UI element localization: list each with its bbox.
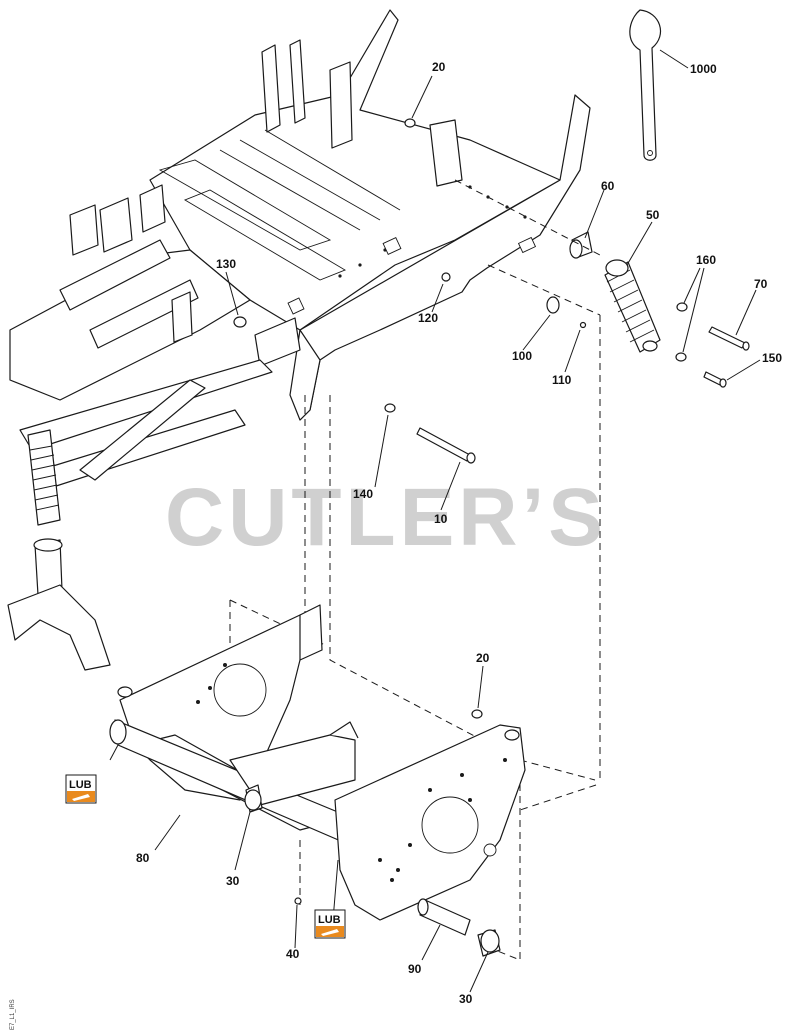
washer-100 bbox=[546, 296, 560, 314]
nut-20-top bbox=[404, 118, 416, 128]
shock-absorber-50 bbox=[604, 259, 661, 353]
callout-160: 160 bbox=[696, 253, 716, 267]
callout-1000: 1000 bbox=[690, 62, 717, 76]
callout-110: 110 bbox=[552, 373, 572, 387]
callout-20-bottom: 20 bbox=[476, 651, 490, 665]
callout-50: 50 bbox=[646, 208, 660, 222]
callout-140: 140 bbox=[353, 487, 373, 501]
callout-100: 100 bbox=[512, 349, 532, 363]
callout-130: 130 bbox=[216, 257, 236, 271]
nut-20-bottom bbox=[471, 709, 483, 719]
washer-140 bbox=[384, 403, 396, 413]
pin-110 bbox=[579, 321, 587, 329]
leader-lines bbox=[109, 49, 761, 993]
bolt-70 bbox=[708, 326, 750, 351]
callout-30-bottom: 30 bbox=[459, 992, 473, 1006]
mower-frame bbox=[7, 9, 591, 671]
pin-90 bbox=[417, 898, 471, 936]
lub-badge-left: LUB bbox=[65, 774, 97, 804]
bolt-10 bbox=[416, 427, 476, 464]
callout-10: 10 bbox=[434, 512, 448, 526]
spacer-60 bbox=[569, 231, 593, 259]
washer-160-lower bbox=[675, 352, 687, 362]
callout-20-top: 20 bbox=[432, 60, 446, 74]
nut-130 bbox=[233, 316, 247, 328]
callout-150: 150 bbox=[762, 351, 782, 365]
washer-160-upper bbox=[676, 302, 688, 312]
callout-40: 40 bbox=[286, 947, 300, 961]
pivot-frame-80 bbox=[109, 604, 526, 921]
spanner-tool-1000 bbox=[629, 9, 662, 161]
bushing-30-bottom bbox=[477, 929, 501, 957]
bolt-150 bbox=[703, 371, 727, 388]
lub-badge-right: LUB bbox=[314, 909, 346, 939]
illustration-code: E7_L1_IRS bbox=[10, 999, 16, 1030]
nut-120 bbox=[441, 272, 451, 282]
callout-120: 120 bbox=[418, 311, 438, 325]
callout-labels: 1000 20 60 50 160 70 130 120 100 110 150… bbox=[136, 60, 782, 1006]
bushing-30-left bbox=[244, 784, 263, 813]
watermark: CUTLER’S bbox=[165, 472, 607, 563]
callout-30-left: 30 bbox=[226, 874, 240, 888]
callout-80: 80 bbox=[136, 851, 150, 865]
lub-label-left: LUB bbox=[69, 779, 92, 791]
lub-label-right: LUB bbox=[318, 914, 341, 926]
grease-fitting-40 bbox=[294, 897, 302, 905]
callout-60: 60 bbox=[601, 179, 615, 193]
callout-90: 90 bbox=[408, 962, 422, 976]
callout-70: 70 bbox=[754, 277, 768, 291]
